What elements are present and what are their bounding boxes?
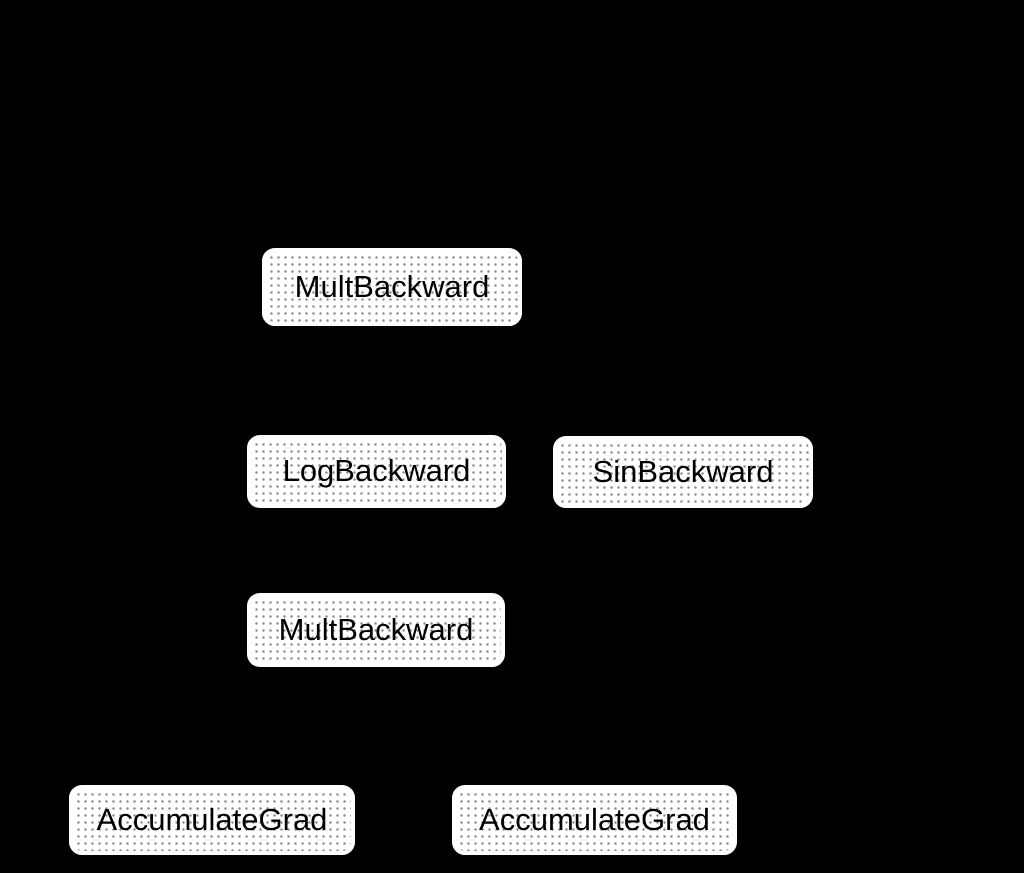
node-label: AccumulateGrad [479, 801, 710, 837]
node-label: MultBackward [278, 611, 474, 647]
node-label: AccumulateGrad [96, 801, 328, 837]
node-accumulate-grad-left: AccumulateGrad [69, 785, 355, 855]
node-label: SinBackward [592, 453, 774, 489]
node-sin-backward: SinBackward [553, 436, 813, 508]
node-mult-backward-middle: MultBackward [247, 593, 505, 667]
node-log-backward: LogBackward [247, 435, 506, 508]
node-label: MultBackward [294, 268, 490, 304]
node-accumulate-grad-right: AccumulateGrad [452, 785, 737, 855]
node-mult-backward-top: MultBackward [262, 248, 522, 326]
node-label: LogBackward [282, 453, 471, 488]
